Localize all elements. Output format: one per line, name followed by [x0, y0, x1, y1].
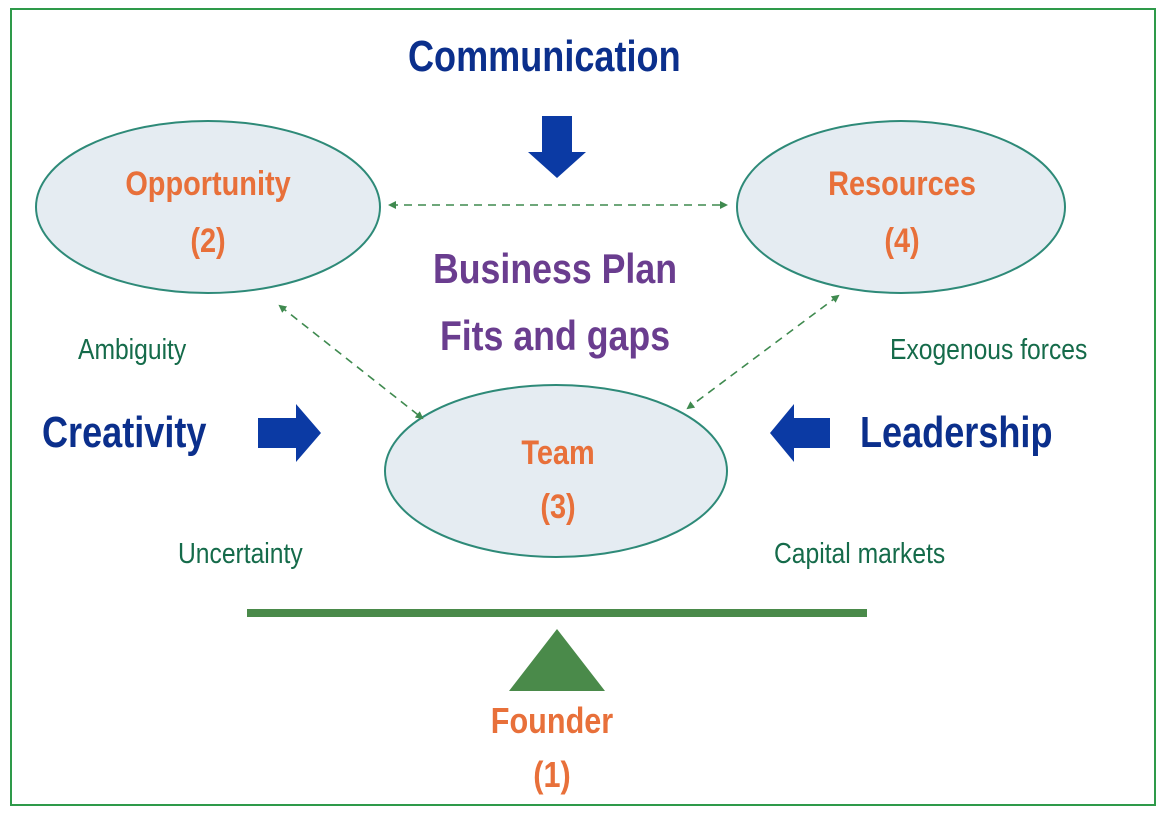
leadership-arrow-icon	[770, 404, 830, 462]
resources-label: Resources	[828, 165, 976, 203]
business-plan-title: Business Plan	[432, 245, 678, 292]
resources-ellipse	[736, 120, 1066, 294]
team-number: (3)	[540, 488, 576, 526]
opportunity-ellipse	[35, 120, 381, 294]
ambiguity-label: Ambiguity	[78, 334, 187, 366]
opportunity-team-connector	[278, 304, 424, 420]
leadership-label: Leadership	[860, 408, 1053, 457]
communication-label: Communication	[408, 32, 681, 81]
resources-team-connector	[686, 294, 840, 410]
creativity-arrow-icon	[258, 404, 321, 462]
founder-label: Founder	[490, 700, 614, 741]
fulcrum-triangle	[509, 629, 605, 691]
communication-arrow-icon	[528, 116, 586, 178]
uncertainty-label: Uncertainty	[178, 538, 303, 570]
team-ellipse	[384, 384, 728, 558]
resources-number: (4)	[884, 222, 920, 260]
team-label: Team	[521, 434, 595, 472]
opportunity-number: (2)	[190, 222, 226, 260]
balance-bar	[247, 609, 867, 617]
capital-markets-label: Capital markets	[774, 538, 946, 570]
creativity-label: Creativity	[42, 408, 207, 457]
exogenous-forces-label: Exogenous forces	[890, 334, 1088, 366]
founder-number: (1)	[533, 754, 571, 795]
fits-and-gaps-subtitle: Fits and gaps	[439, 312, 671, 359]
opportunity-label: Opportunity	[125, 165, 291, 203]
